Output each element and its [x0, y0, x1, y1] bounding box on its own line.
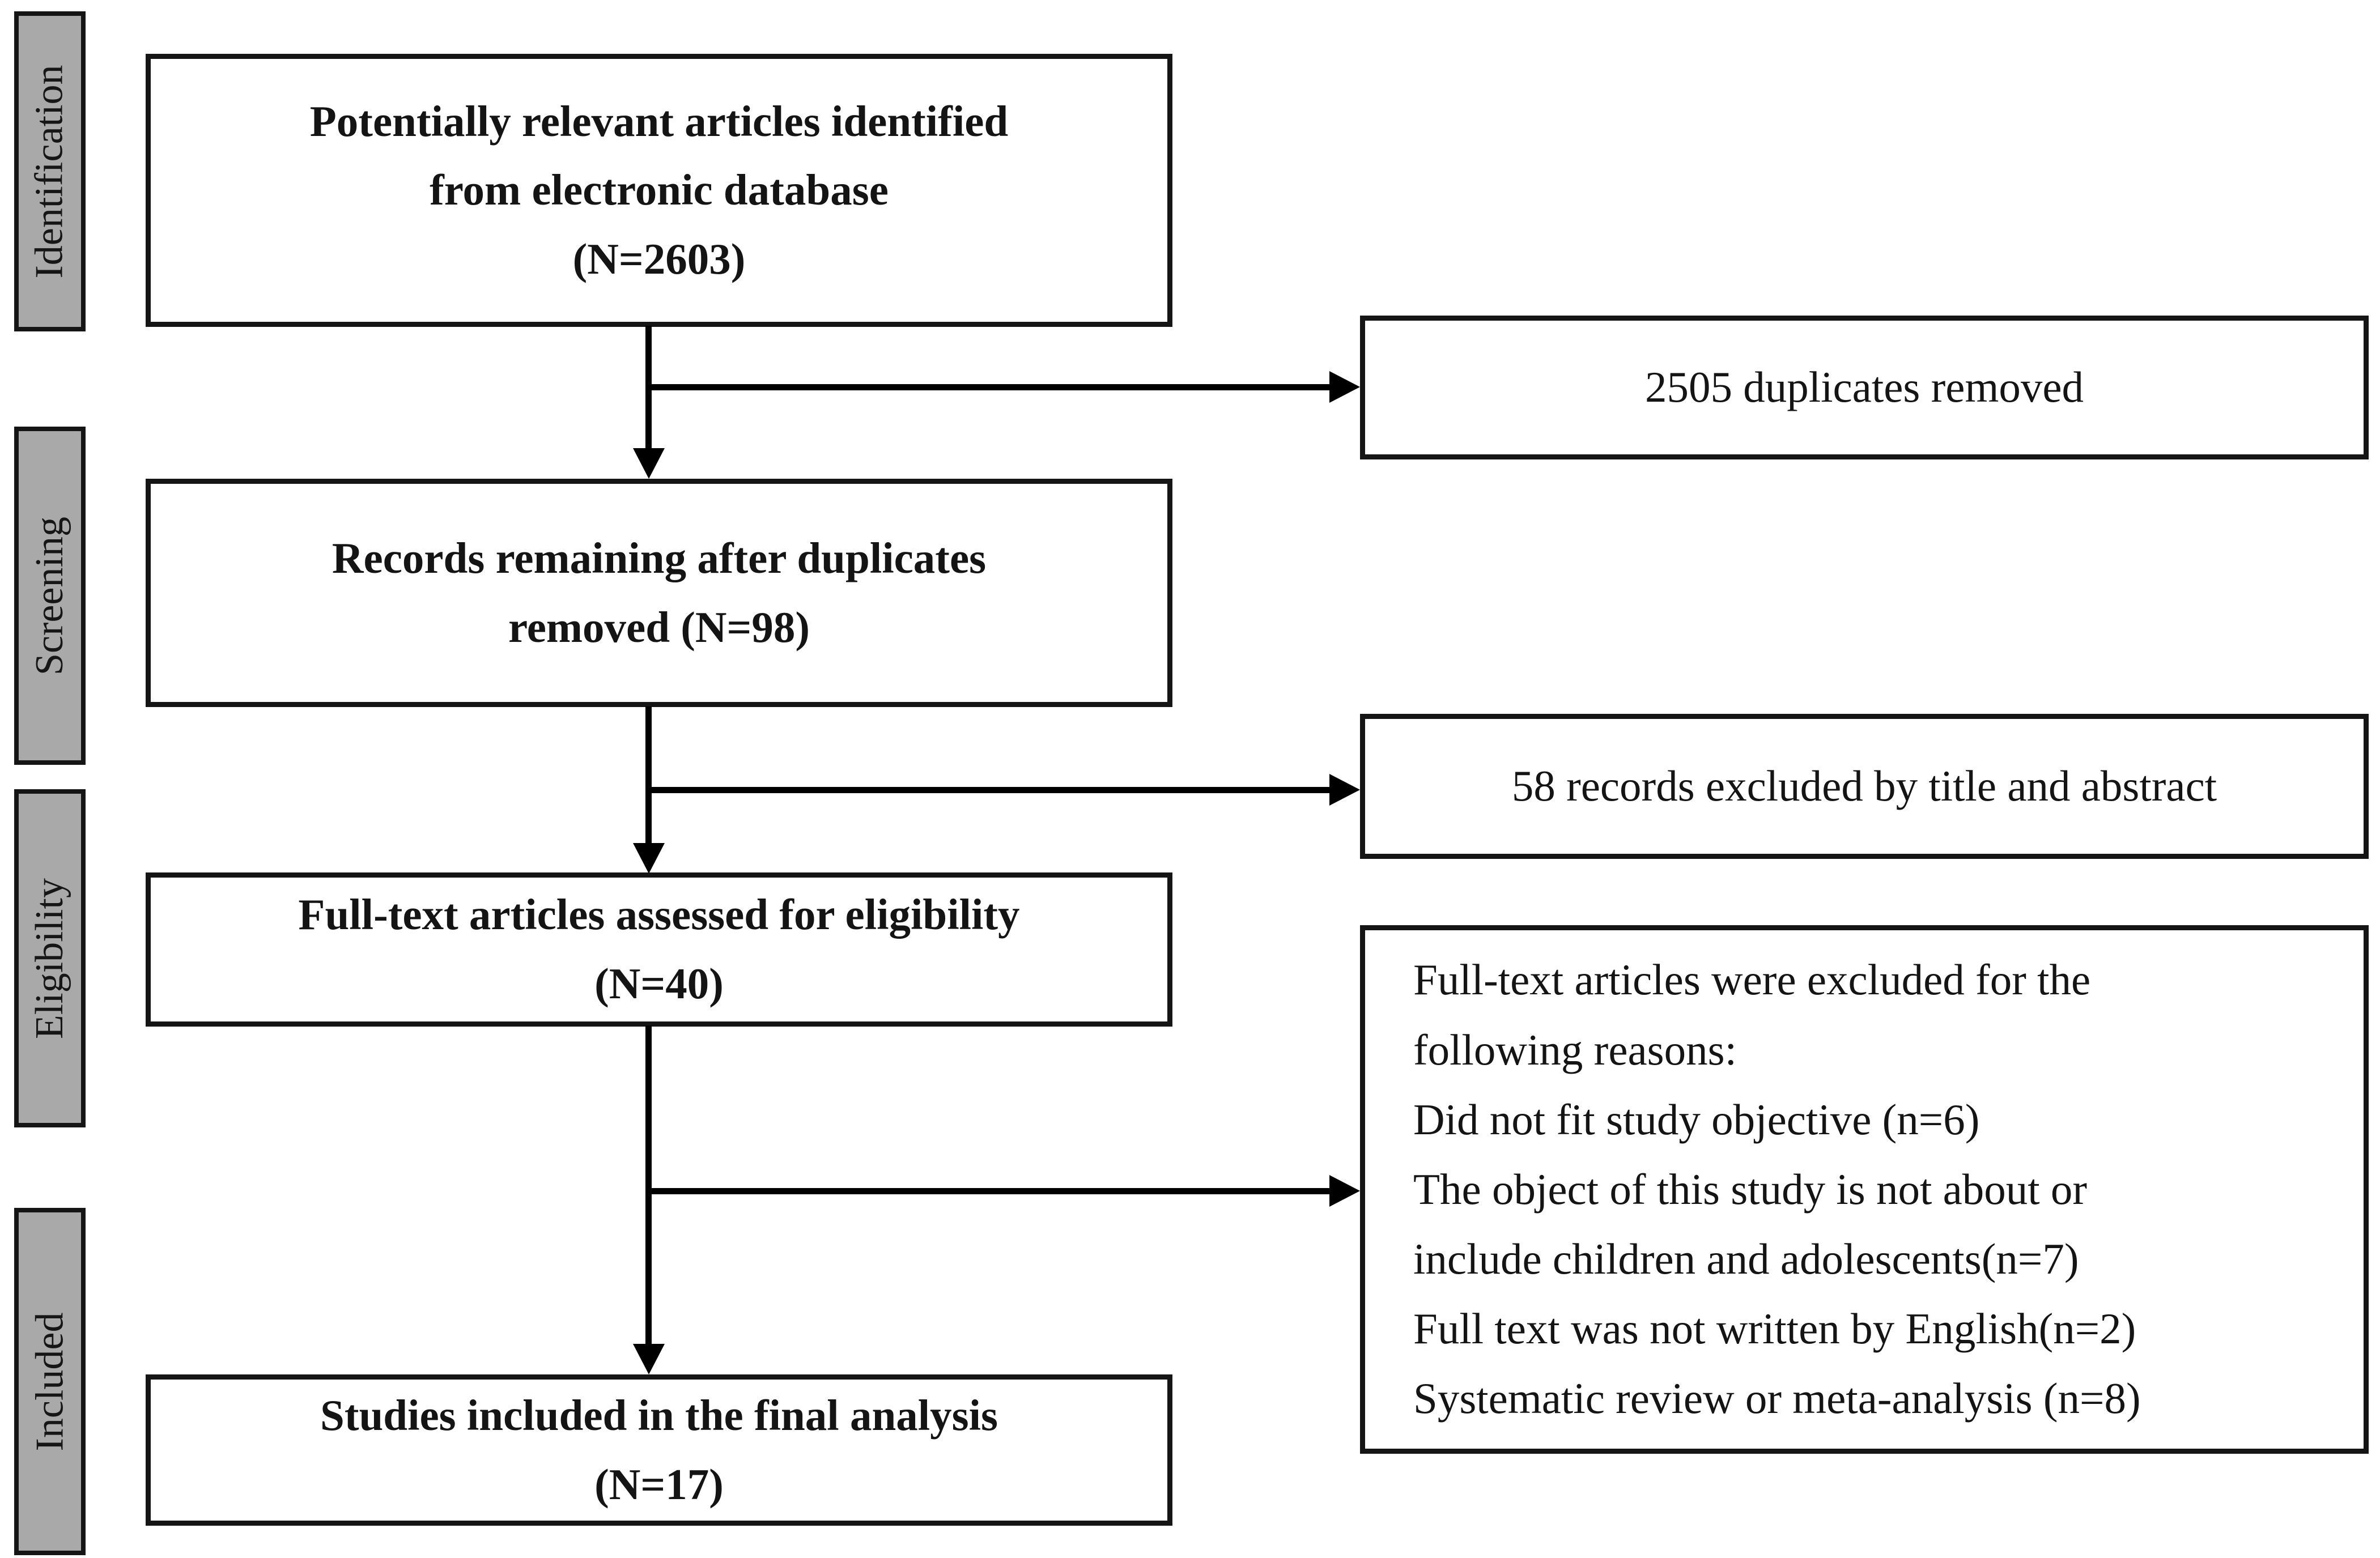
box-text-line: Records remaining after duplicates — [332, 533, 987, 582]
flow-line-vertical-1 — [645, 326, 652, 455]
box-text-line: from electronic database — [430, 165, 889, 215]
arrow-down-icon — [633, 448, 665, 479]
box-text-line: (N=2603) — [572, 234, 746, 283]
box-text-line: include children and adolescents(n=7) — [1413, 1235, 2079, 1284]
box-text-line: Systematic review or meta-analysis (n=8) — [1413, 1374, 2141, 1423]
flow-line-branch-duplicates — [648, 384, 1333, 390]
arrow-right-icon — [1329, 371, 1360, 403]
box-excluded-title-abstract: 58 records excluded by title and abstrac… — [1360, 714, 2369, 859]
box-studies-included: Studies included in the final analysis (… — [146, 1374, 1172, 1526]
flow-line-branch-reasons — [648, 1188, 1333, 1194]
box-text-line: Full text was not written by English(n=2… — [1413, 1304, 2136, 1353]
stage-label-eligibility: Eligibility — [14, 789, 86, 1127]
box-text-line: Did not fit study objective (n=6) — [1413, 1095, 1980, 1144]
arrow-down-icon — [633, 843, 665, 874]
stage-label-text: Identification — [28, 64, 72, 279]
box-records-after-duplicates: Records remaining after duplicates remov… — [146, 479, 1172, 707]
box-text-line: 2505 duplicates removed — [1644, 363, 2084, 412]
stage-label-text: Screening — [28, 516, 71, 675]
arrow-right-icon — [1329, 1175, 1360, 1207]
box-text-line: (N=17) — [594, 1459, 724, 1509]
stage-label-included: Included — [14, 1208, 86, 1555]
box-text-line: removed (N=98) — [508, 602, 810, 652]
box-fulltext-assessed: Full-text articles assessed for eligibil… — [146, 872, 1172, 1027]
box-duplicates-removed: 2505 duplicates removed — [1360, 316, 2369, 459]
stage-label-identification: Identification — [14, 11, 86, 331]
arrow-down-icon — [633, 1344, 665, 1374]
stage-label-text: Included — [28, 1312, 71, 1451]
flow-line-vertical-2 — [645, 706, 652, 848]
stage-label-text: Eligibility — [28, 878, 71, 1039]
box-text-line: Full-text articles assessed for eligibil… — [298, 890, 1020, 939]
box-text-line: Full-text articles were excluded for the — [1413, 955, 2091, 1004]
box-records-identified: Potentially relevant articles identified… — [146, 54, 1172, 327]
arrow-right-icon — [1329, 774, 1360, 806]
box-text-line: Potentially relevant articles identified — [309, 96, 1009, 146]
box-text-line: The object of this study is not about or — [1413, 1164, 2088, 1214]
box-fulltext-exclusion-reasons: Full-text articles were excluded for the… — [1360, 925, 2369, 1454]
flow-line-branch-excluded — [648, 787, 1333, 793]
stage-label-screening: Screening — [14, 427, 86, 765]
box-text-line: 58 records excluded by title and abstrac… — [1511, 761, 2217, 811]
box-text-line: following reasons: — [1413, 1025, 1737, 1074]
box-text-line: (N=40) — [594, 959, 724, 1008]
box-text-line: Studies included in the final analysis — [320, 1390, 998, 1440]
